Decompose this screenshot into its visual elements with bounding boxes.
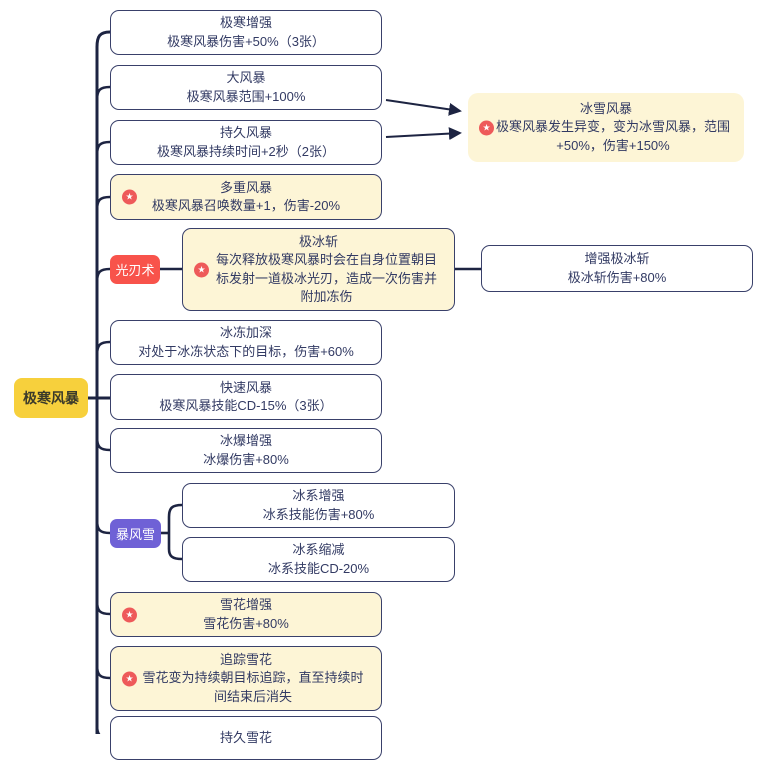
card-title: 快速风暴 [219,379,272,395]
card-title: 冰系缩减 [292,542,345,558]
skill-card-big-storm[interactable]: 大风暴 极寒风暴范围+100% [110,65,382,110]
card-title: 追踪雪花 [219,651,272,667]
card-desc: 冰系技能伤害+80% [262,506,375,522]
card-title: 大风暴 [226,70,266,86]
skill-card-lasting-snowflake[interactable]: 持久雪花 [110,716,382,760]
card-desc: 极冰斩伤害+80% [567,269,667,285]
star-icon: ★ [122,607,137,622]
card-title: 雪花增强 [219,597,272,613]
card-title: 极冰斩 [298,233,338,249]
star-icon: ★ [194,262,209,277]
card-desc: 极寒风暴范围+100% [186,88,306,104]
card-desc: 对处于冰冻状态下的目标，伤害+60% [138,343,354,359]
branch-blizzard[interactable]: 暴风雪 [110,519,161,548]
card-desc: 冰爆伤害+80% [203,451,289,467]
branch-light-blade-label: 光刃术 [115,263,155,278]
root-node-label: 极寒风暴 [23,390,79,406]
card-title: 冰雪风暴 [579,100,632,116]
skill-card-extreme-cold-enhance[interactable]: 极寒增强 极寒风暴伤害+50%（3张） [110,10,382,55]
card-desc: 极寒风暴召唤数量+1，伤害-20% [151,198,341,213]
card-desc: 冰系技能CD-20% [267,560,370,576]
card-title: 持久雪花 [219,729,272,745]
skill-card-ice-burst-enhance[interactable]: 冰爆增强 冰爆伤害+80% [110,428,382,473]
skill-card-ice-type-enhance[interactable]: 冰系增强 冰系技能伤害+80% [182,483,455,528]
root-node-extreme-cold-storm[interactable]: 极寒风暴 [14,378,88,418]
card-desc: 极寒风暴发生异变，变为冰雪风暴，范围+50%，伤害+150% [496,119,731,153]
card-title: 持久风暴 [219,125,272,141]
card-desc: 极寒风暴伤害+50%（3张） [167,33,325,49]
card-title: 多重风暴 [219,179,272,195]
skill-card-snow-storm-mutation[interactable]: ★ 冰雪风暴 极寒风暴发生异变，变为冰雪风暴，范围+50%，伤害+150% [468,93,744,162]
branch-blizzard-label: 暴风雪 [115,527,155,542]
card-desc: 极寒风暴持续时间+2秒（2张） [156,143,336,159]
skill-card-snowflake-enhance[interactable]: ★ 雪花增强 雪花伤害+80% [110,592,382,637]
card-desc: 雪花伤害+80% [203,615,289,631]
skill-card-lasting-storm[interactable]: 持久风暴 极寒风暴持续时间+2秒（2张） [110,120,382,165]
card-title: 极寒增强 [219,15,272,31]
card-title: 冰冻加深 [219,325,272,341]
skill-card-deep-freeze[interactable]: 冰冻加深 对处于冰冻状态下的目标，伤害+60% [110,320,382,365]
skill-card-ice-blade-slash[interactable]: ★ 极冰斩 每次释放极寒风暴时会在自身位置朝目标发射一道极冰光刃，造成一次伤害并… [182,228,455,311]
skill-card-quick-storm[interactable]: 快速风暴 极寒风暴技能CD-15%（3张） [110,374,382,420]
star-icon: ★ [479,120,494,135]
branch-light-blade[interactable]: 光刃术 [110,255,160,284]
card-title: 增强极冰斩 [584,251,650,267]
skill-card-ice-type-cd[interactable]: 冰系缩减 冰系技能CD-20% [182,537,455,582]
card-title: 冰系增强 [292,488,345,504]
card-desc: 雪花变为持续朝目标追踪，直至持续时间结束后消失 [142,670,364,704]
skill-card-ice-blade-slash-enhance[interactable]: 增强极冰斩 极冰斩伤害+80% [481,245,753,292]
star-icon: ★ [122,671,137,686]
star-icon: ★ [122,189,137,205]
skill-card-tracking-snowflake[interactable]: ★ 追踪雪花 雪花变为持续朝目标追踪，直至持续时间结束后消失 [110,646,382,711]
skill-card-multi-storm[interactable]: ★ 多重风暴 极寒风暴召唤数量+1，伤害-20% [110,174,382,220]
card-title: 冰爆增强 [219,433,272,449]
connector-lines [88,30,481,734]
card-desc: 每次释放极寒风暴时会在自身位置朝目标发射一道极冰光刃，造成一次伤害并附加冻伤 [215,252,437,304]
card-desc: 极寒风暴技能CD-15%（3张） [159,398,333,413]
